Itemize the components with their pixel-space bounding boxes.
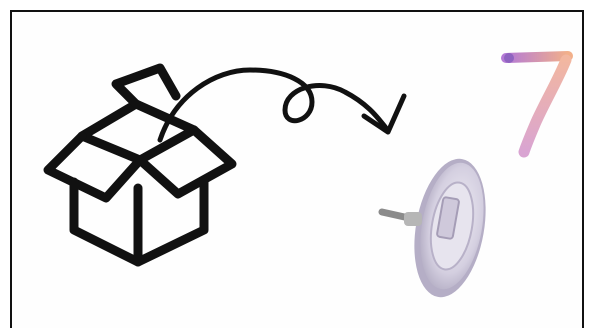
diagram-frame <box>10 10 584 328</box>
number-seven-icon <box>501 51 573 158</box>
open-box-icon <box>43 63 237 267</box>
dial-knob-icon <box>378 158 486 298</box>
curly-arrow-icon <box>157 67 407 143</box>
